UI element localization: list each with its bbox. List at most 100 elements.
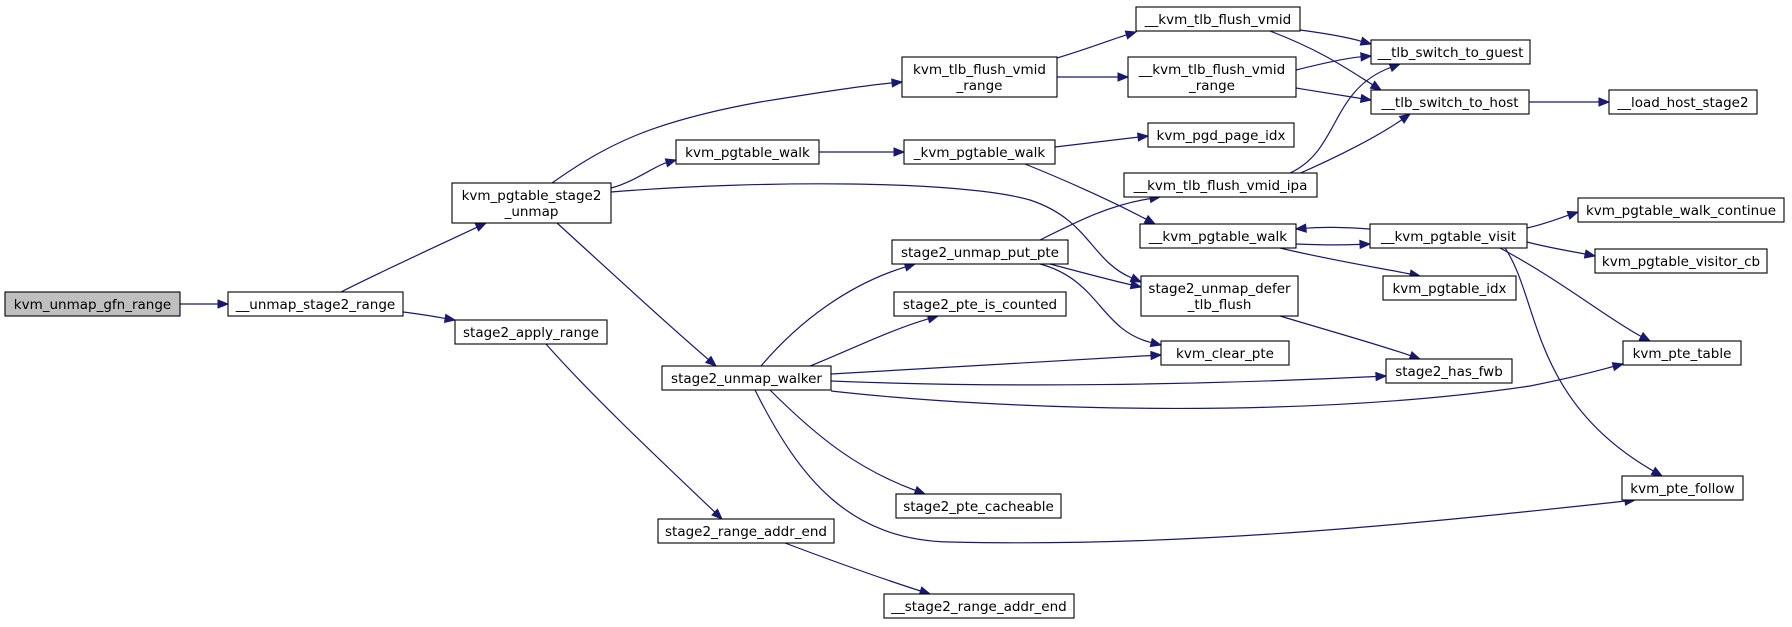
node-label: __kvm_pgtable_walk [1148,229,1287,245]
node-box [1123,172,1318,198]
edge-stage2-unmap-put-pte-to-kvm-clear-pte [1039,263,1163,348]
node-tlb-switch-to-host[interactable]: __tlb_switch_to_host [1370,89,1530,115]
edge-unmap-stage2-range-to-kvm-pgtable-stage2-unmap [340,222,488,293]
node-label: __tlb_switch_to_host [1380,95,1518,111]
node-kvm-pte-follow[interactable]: kvm_pte_follow [1621,475,1744,501]
node-box [901,56,1058,98]
node-label: stage2_pte_is_counted [903,297,1057,313]
edge-stage2-apply-range-to-stage2-range-addr-end [545,343,723,520]
node-stage2-has-fwb[interactable]: stage2_has_fwb [1385,358,1513,384]
node-kvm-pte-table[interactable]: kvm_pte_table [1622,340,1742,366]
node-kvm-pgtable-walk[interactable]: __kvm_pgtable_walk [1139,223,1297,249]
edge-kvm-pgtable-walk-to-kvm-pgtable-walk [1024,163,1157,225]
node-kvm-pgtable-walk-continue[interactable]: kvm_pgtable_walk_continue [1577,197,1785,223]
node-box [1370,39,1531,65]
node-box [451,182,612,224]
node-label: kvm_tlb_flush_vmid [913,62,1046,78]
node-box [1382,275,1517,301]
node-box [893,291,1067,317]
edge-stage2-unmap-walker-to-stage2-pte-is-counted [809,314,940,367]
edge-kvm-tlb-flush-vmid-range-to-kvm-tlb-flush-vmid-range [1056,72,1130,82]
node-kvm-pgtable-walk[interactable]: kvm_pgtable_walk [675,139,820,165]
node-stage2-unmap-defer-tlb-flush[interactable]: stage2_unmap_defer_tlb_flush [1140,275,1299,317]
edge-kvm-tlb-flush-vmid-ipa-to-tlb-switch-to-host [1295,113,1412,176]
node-kvm-tlb-flush-vmid-ipa[interactable]: __kvm_tlb_flush_vmid_ipa [1123,172,1318,198]
node-box [1369,223,1528,249]
node-kvm-pgd-page-idx[interactable]: kvm_pgd_page_idx [1147,122,1295,148]
node-label: __unmap_stage2_range [235,297,395,313]
node-label: __kvm_tlb_flush_vmid_ipa [1133,178,1308,194]
node-box [1622,340,1742,366]
node-box [661,365,832,391]
node-label: _tlb_flush [1187,297,1252,313]
edge-stage2-unmap-walker-to-kvm-pte-follow [754,389,1637,544]
node-stage2-unmap-walker[interactable]: stage2_unmap_walker [661,365,832,391]
node-stage2-pte-is-counted[interactable]: stage2_pte_is_counted [893,291,1067,317]
edge-kvm-pgtable-stage2-unmap-to-stage2-unmap-walker [556,222,718,367]
node-box [1577,197,1785,223]
edge-kvm-pgtable-walk-to-kvm-pgtable-walk [818,147,906,157]
node-unmap-stage2-range[interactable]: __unmap_stage2_range [227,291,404,317]
node-stage2-range-addr-end[interactable]: __stage2_range_addr_end [883,593,1075,619]
node-stage2-unmap-put-pte[interactable]: stage2_unmap_put_pte [891,239,1069,265]
node-box [1370,89,1530,115]
node-stage2-pte-cacheable[interactable]: stage2_pte_cacheable [895,493,1062,519]
node-box [1160,340,1290,366]
node-box [1147,122,1295,148]
node-label: kvm_pte_follow [1630,481,1734,497]
edge-stage2-unmap-walker-to-stage2-has-fwb [830,371,1388,386]
edge-stage2-unmap-defer-tlb-flush-to-stage2-has-fwb [1279,315,1422,361]
node-stage2-apply-range[interactable]: stage2_apply_range [454,319,608,345]
node-box [454,319,608,345]
node-box [227,291,404,317]
node-label: stage2_unmap_walker [671,371,822,387]
node-label: stage2_unmap_defer [1148,281,1291,297]
node-kvm-tlb-flush-vmid[interactable]: __kvm_tlb_flush_vmid [1135,6,1301,32]
node-box [891,239,1069,265]
node-box [1140,275,1299,317]
node-box [1135,6,1301,32]
node-label: kvm_clear_pte [1176,346,1274,362]
node-box [1621,475,1744,501]
node-kvm-pgtable-stage2-unmap[interactable]: kvm_pgtable_stage2_unmap [451,182,612,224]
node-kvm-pgtable-walk[interactable]: _kvm_pgtable_walk [903,139,1056,165]
edge-tlb-switch-to-host-to-load-host-stage2 [1529,97,1611,107]
node-box [903,139,1056,165]
edge-kvm-tlb-flush-vmid-range-to-tlb-switch-to-host [1295,87,1373,104]
node-kvm-tlb-flush-vmid-range[interactable]: kvm_tlb_flush_vmid_range [901,56,1058,98]
node-label: _range [1188,78,1235,94]
node-kvm-clear-pte[interactable]: kvm_clear_pte [1160,340,1290,366]
edge-kvm-pgtable-walk-to-kvm-pgtable-idx [1279,247,1422,279]
edge-kvm-pgtable-stage2-unmap-to-stage2-unmap-defer-tlb-flush [610,183,1143,283]
edge-stage2-range-addr-end-to-stage2-range-addr-end [784,542,932,596]
edge-stage2-unmap-walker-to-stage2-pte-cacheable [769,389,927,495]
function-nodes: kvm_unmap_gfn_range__unmap_stage2_rangek… [4,6,1785,619]
edge-kvm-pgtable-walk-to-kvm-pgtable-visit [1295,239,1372,250]
edge-kvm-tlb-flush-vmid-range-to-tlb-switch-to-guest [1295,52,1373,71]
node-stage2-range-addr-end[interactable]: stage2_range_addr_end [657,518,835,544]
node-box [4,291,181,317]
node-kvm-tlb-flush-vmid-range[interactable]: __kvm_tlb_flush_vmid_range [1127,56,1297,98]
node-label: _range [955,78,1002,94]
node-kvm-pgtable-idx[interactable]: kvm_pgtable_idx [1382,275,1517,301]
edge-kvm-pgtable-stage2-unmap-to-kvm-pgtable-walk [610,158,678,189]
node-box [895,493,1062,519]
node-label: kvm_pgtable_visitor_cb [1602,254,1760,270]
node-kvm-unmap-gfn-range[interactable]: kvm_unmap_gfn_range [4,291,181,317]
node-label: _unmap [504,204,559,220]
node-label: kvm_pgtable_walk_continue [1586,203,1776,219]
edge-kvm-pgtable-stage2-unmap-to-kvm-tlb-flush-vmid-range [551,78,904,184]
node-tlb-switch-to-guest[interactable]: __tlb_switch_to_guest [1370,39,1531,65]
node-kvm-pgtable-visitor-cb[interactable]: kvm_pgtable_visitor_cb [1594,248,1768,274]
node-label: __kvm_tlb_flush_vmid [1144,12,1291,28]
edge-stage2-unmap-put-pte-to-stage2-unmap-defer-tlb-flush [1049,263,1143,290]
node-label: __kvm_pgtable_visit [1380,229,1516,245]
node-box [1608,89,1758,115]
edge-kvm-pgtable-visit-to-kvm-pgtable-walk-continue [1526,210,1580,229]
edge-kvm-pgtable-visit-to-kvm-pte-follow [1504,247,1664,477]
node-label: __load_host_stage2 [1616,95,1748,111]
node-label: stage2_pte_cacheable [903,499,1054,515]
node-load-host-stage2[interactable]: __load_host_stage2 [1608,89,1758,115]
node-kvm-pgtable-visit[interactable]: __kvm_pgtable_visit [1369,223,1528,249]
